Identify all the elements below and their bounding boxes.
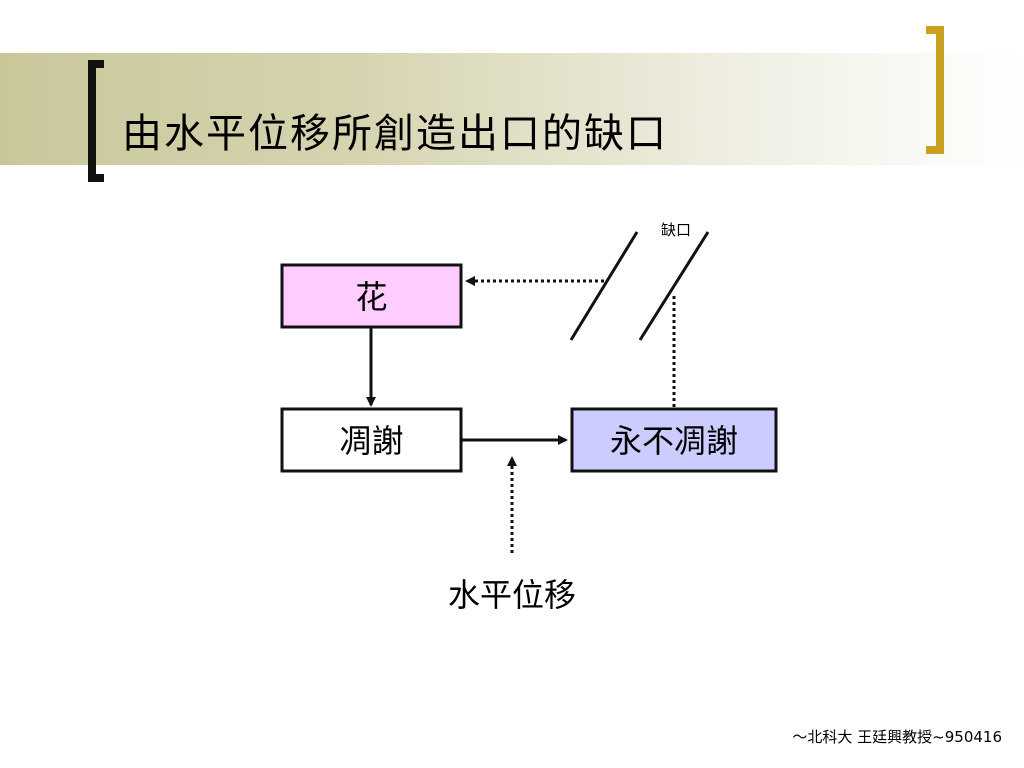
node-flower: 花	[280, 263, 463, 329]
node-never-withered-box	[570, 407, 778, 473]
node-withered-box	[280, 407, 463, 473]
title-band	[0, 53, 1024, 165]
node-never-withered: 永不凋謝	[570, 407, 778, 473]
node-withered: 凋謝	[280, 407, 463, 473]
node-flower-label: 花	[355, 278, 387, 316]
node-flower-box	[280, 263, 463, 329]
node-withered-label: 凋謝	[339, 422, 403, 460]
slide-title: 由水平位移所創造出口的缺口	[122, 111, 668, 157]
node-never-withered-label: 永不凋謝	[610, 422, 738, 460]
left-bracket	[88, 60, 104, 182]
gap-label: 缺口	[661, 221, 691, 239]
horizontal-shift-label: 水平位移	[448, 576, 576, 614]
right-bracket	[926, 26, 944, 154]
gap-slash-right	[638, 231, 710, 341]
footer-credit: ～北科大 王廷興教授~950416	[792, 728, 1002, 746]
gap-slash-left	[569, 231, 639, 341]
